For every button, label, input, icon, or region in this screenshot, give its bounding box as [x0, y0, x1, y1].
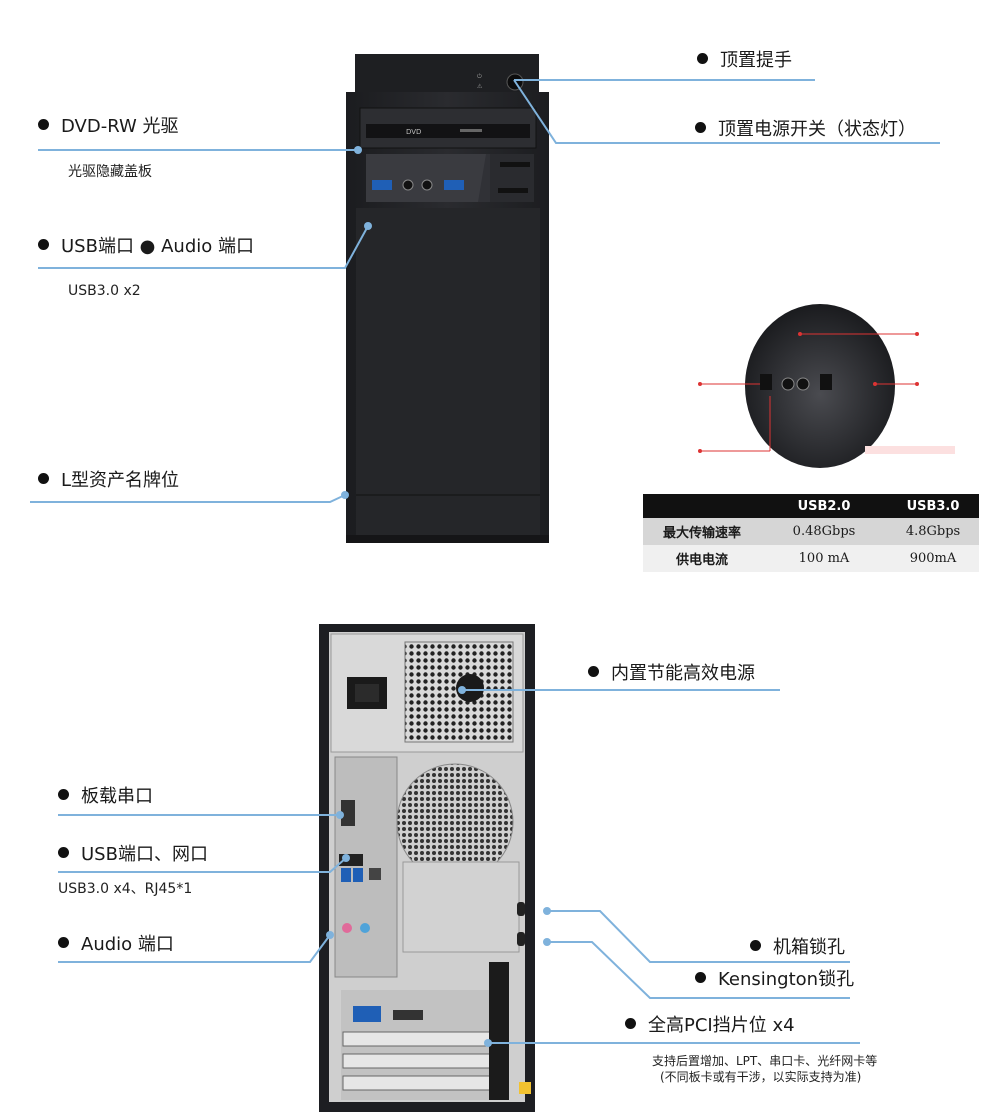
label-usb-audio: USB端口 ● Audio 端口: [38, 236, 254, 258]
bullet-icon: [697, 53, 708, 64]
label-pci: 全高PCI挡片位 x4: [625, 1015, 795, 1037]
label-pci-sub2: (不同板卡或有干涉，以实际支持为准): [660, 1070, 862, 1084]
label-usb-lan-sub: USB3.0 x4、RJ45*1: [58, 881, 193, 897]
bullet-icon: [695, 972, 706, 983]
svg-text:DVD: DVD: [406, 128, 421, 136]
label-usb-sub: USB3.0 x2: [68, 283, 141, 299]
label-dvd: DVD-RW 光驱: [38, 116, 179, 138]
label-power-switch: 顶置电源开关（状态灯）: [695, 119, 916, 141]
front-io-closeup: [698, 304, 955, 468]
table-row: 供电电流 100 mA 900mA: [643, 545, 979, 572]
label-chassis-lock: 机箱锁孔: [750, 937, 845, 959]
table-header-usb3: USB3.0: [887, 494, 979, 518]
label-pci-sub1: 支持后置增加、LPT、串口卡、光纤网卡等: [652, 1054, 878, 1068]
label-kensington: Kensington锁孔: [695, 969, 854, 991]
bullet-icon: [588, 666, 599, 677]
rear-tower-illustration: [319, 624, 535, 1112]
bullet-icon: [58, 789, 69, 800]
label-top-handle: 顶置提手: [697, 50, 792, 72]
bullet-icon: [38, 119, 49, 130]
bullet-icon: [58, 937, 69, 948]
table-row: 最大传输速率 0.48Gbps 4.8Gbps: [643, 518, 979, 545]
front-tower-illustration: DVD ⏻ ⚠: [346, 54, 549, 543]
label-dvd-sub: 光驱隐藏盖板: [68, 164, 152, 180]
bullet-icon: [38, 239, 49, 250]
bullet-icon: [695, 122, 706, 133]
table-header-blank: [643, 494, 761, 518]
svg-text:⚠: ⚠: [477, 83, 483, 90]
bullet-icon: [58, 847, 69, 858]
label-usb-lan: USB端口、网口: [58, 844, 208, 866]
label-psu: 内置节能高效电源: [588, 663, 755, 685]
label-audio: Audio 端口: [58, 934, 174, 956]
label-asset-plate: L型资产名牌位: [38, 470, 179, 492]
bullet-icon: [38, 473, 49, 484]
label-serial: 板载串口: [58, 786, 153, 808]
bullet-icon: [750, 940, 761, 951]
bullet-icon: [625, 1018, 636, 1029]
usb-spec-table: USB2.0 USB3.0 最大传输速率 0.48Gbps 4.8Gbps 供电…: [643, 494, 979, 572]
table-header-usb2: USB2.0: [761, 494, 887, 518]
svg-text:⏻: ⏻: [477, 73, 482, 80]
